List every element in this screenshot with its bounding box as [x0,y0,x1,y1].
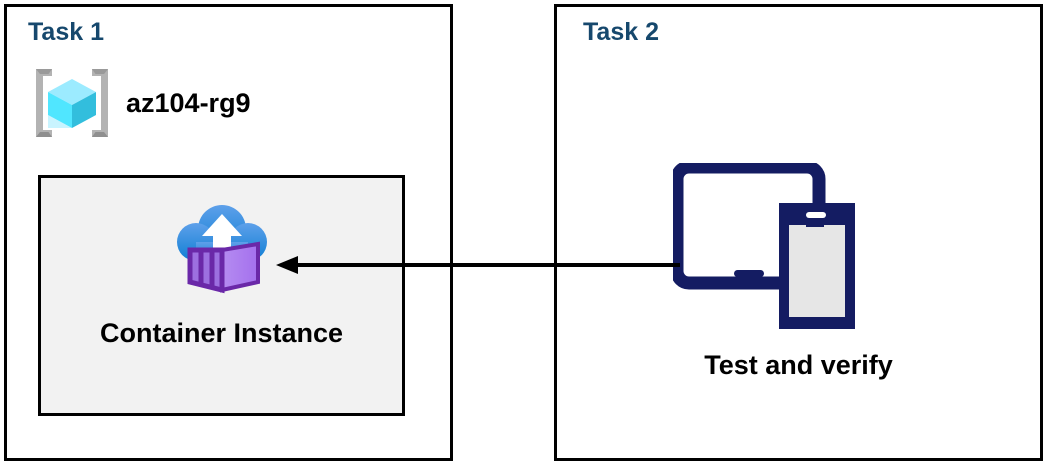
resource-group-row: az104-rg9 [32,63,251,143]
panel-title-task-1: Task 1 [28,18,104,46]
tablet-and-phone-icon [673,163,855,329]
panel-title-task-2: Task 2 [583,18,659,46]
panel-task-2 [554,4,1043,461]
resource-group-icon [36,69,108,137]
container-instance-icon [176,205,267,294]
container-instance-box: Container Instance [38,175,405,416]
resource-group-label: az104-rg9 [126,87,251,118]
test-and-verify-label: Test and verify [704,350,893,380]
container-instance-label: Container Instance [99,318,344,348]
panel-task-1 [4,4,453,461]
